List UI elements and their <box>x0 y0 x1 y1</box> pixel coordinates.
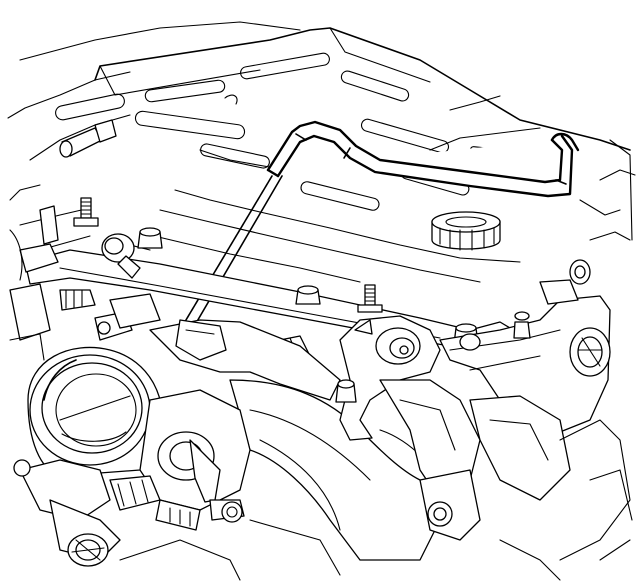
bolt-1 <box>73 197 99 227</box>
throttle-cable-bracket <box>339 315 441 441</box>
injector-1 <box>101 233 141 279</box>
pcv-hose <box>266 120 580 198</box>
cover-sensor <box>59 119 117 158</box>
manifold-bolt <box>335 379 357 403</box>
oil-filler-cap <box>431 211 501 251</box>
injector-2 <box>59 289 96 311</box>
throttle-body <box>27 346 164 477</box>
right-bracket <box>439 259 611 441</box>
throttle-linkage <box>139 319 251 531</box>
bolt-3 <box>137 227 163 249</box>
left-side-details <box>9 205 161 361</box>
lower-details <box>119 469 633 581</box>
bolt-2 <box>357 284 383 313</box>
bolt-4 <box>295 285 321 305</box>
exhaust-runners <box>379 379 631 561</box>
sensor-connectors <box>13 459 161 567</box>
leader-line <box>179 175 283 331</box>
